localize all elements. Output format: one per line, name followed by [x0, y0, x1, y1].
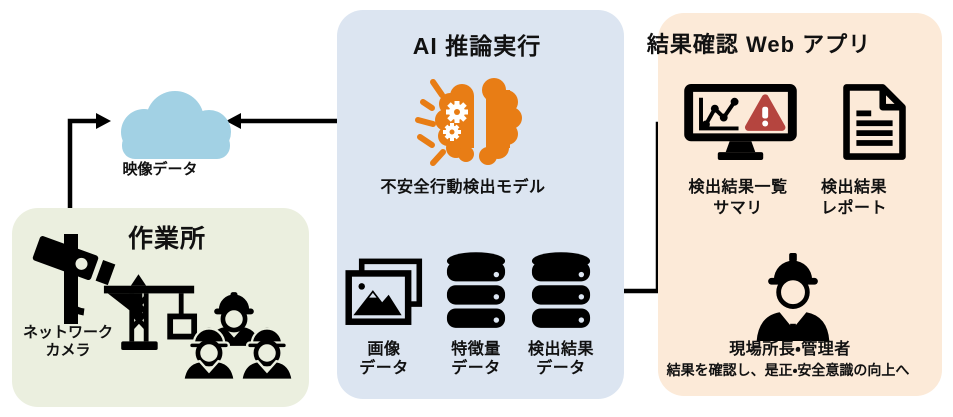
summary-label-line2: サマリ — [713, 200, 763, 217]
brain-right-lobe — [479, 78, 522, 165]
store-label-feature: 特徴量 データ — [451, 340, 501, 378]
model-label: 不安全行動検出モデル — [380, 179, 546, 196]
ai-box: AI 推論実行 — [337, 10, 624, 399]
image-data-icon — [345, 258, 423, 325]
store-label-line2: データ — [451, 360, 501, 377]
manager-title: 現場所長・管理者 — [729, 341, 851, 358]
manager-note: 結果を確認し、是正・安全意識の向上へ — [666, 362, 910, 378]
ai-title: AI 推論実行 — [412, 33, 542, 59]
worksite-title: 作業所 — [127, 225, 207, 253]
summary-label-line1: 検出結果一覧 — [688, 179, 788, 196]
summary-monitor-icon — [684, 83, 797, 161]
manager-icon — [756, 253, 830, 341]
database-icon — [531, 252, 591, 328]
crane-icon — [103, 274, 198, 351]
gear-icon — [446, 101, 468, 123]
store-label-line2: データ — [536, 360, 586, 377]
store-label-result: 検出結果 データ — [528, 340, 594, 378]
report-label-line2: レポート — [820, 200, 888, 217]
spark-rays — [415, 79, 446, 166]
webapp-title: 結果確認 Web アプリ — [646, 32, 872, 57]
chart-icon — [699, 97, 739, 131]
worksite-box: 作業所 ネットワーク カメラ — [12, 208, 309, 407]
cloud-label: 映像データ — [122, 161, 198, 178]
camera-label: ネットワーク カメラ — [23, 324, 113, 360]
database-icon — [446, 252, 506, 328]
network-camera-icon — [32, 234, 116, 324]
worker-icon — [182, 326, 236, 380]
store-label-line1: 特徴量 — [451, 341, 501, 358]
store-label-line1: 画像 — [367, 341, 401, 358]
report-label: 検出結果 レポート — [821, 177, 887, 219]
warning-icon — [744, 94, 786, 131]
store-label-image: 画像 データ — [359, 340, 409, 378]
worker-icon — [240, 326, 294, 380]
report-document-icon — [843, 84, 906, 160]
store-label-line2: データ — [359, 360, 409, 377]
camera-label-line2: カメラ — [45, 342, 91, 359]
report-label-line1: 検出結果 — [820, 179, 888, 196]
gear-icon — [443, 123, 461, 141]
cloud-icon — [121, 91, 231, 159]
summary-label: 検出結果一覧 サマリ — [688, 177, 787, 219]
ai-brain-icon — [415, 78, 522, 166]
webapp-box: 結果確認 Web アプリ — [647, 13, 942, 396]
camera-label-line1: ネットワーク — [22, 324, 114, 341]
store-label-line1: 検出結果 — [527, 341, 595, 358]
